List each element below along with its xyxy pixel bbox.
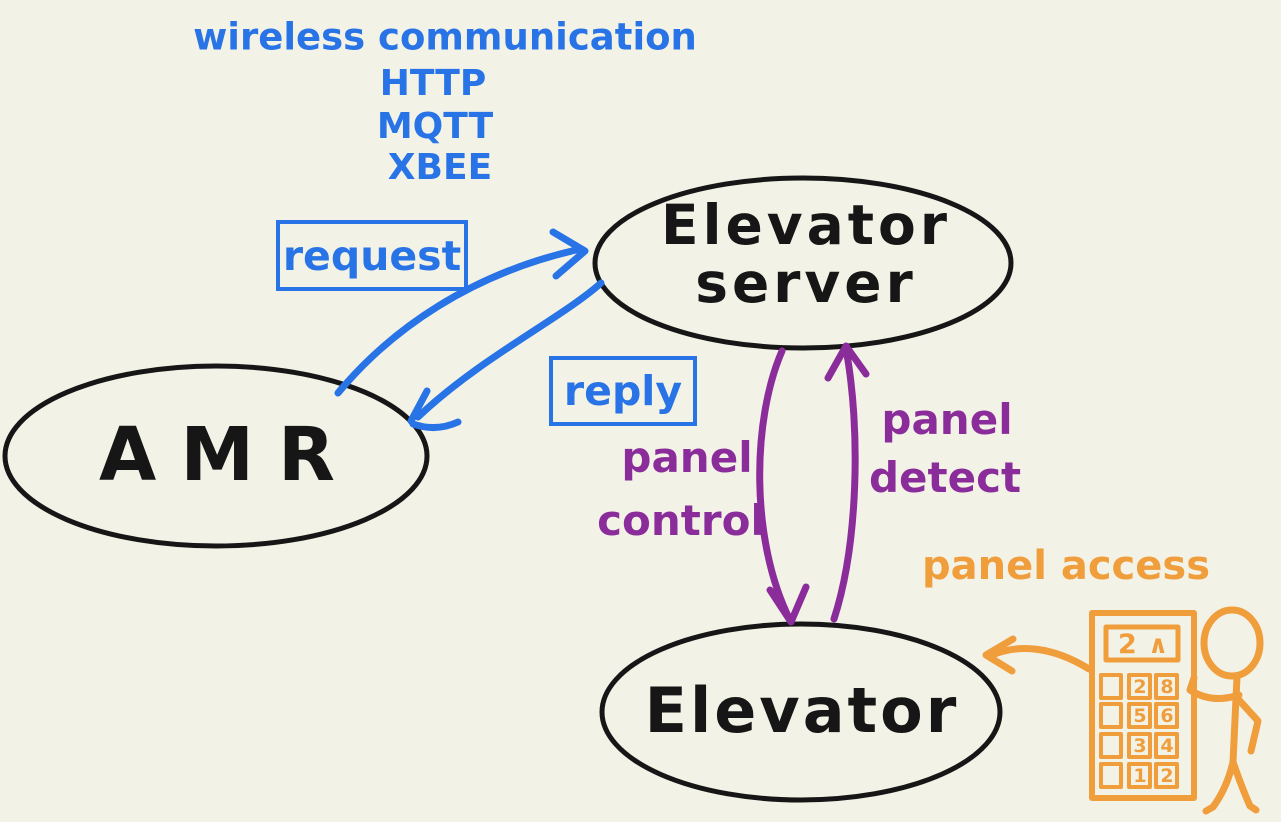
request-label-box: request	[276, 220, 468, 291]
elevator-node-label: Elevator	[644, 674, 960, 747]
amr-node-label: AMR	[99, 412, 359, 498]
panel-button-digit: 6	[1160, 705, 1173, 727]
elevator-server-line1: Elevator	[661, 193, 951, 257]
panel-display-floor: 2	[1118, 629, 1137, 660]
panel-button-digit: 8	[1160, 676, 1173, 698]
panel-control-label-line1: panel	[621, 433, 753, 482]
panel-display-direction-icon: ∧	[1148, 630, 1168, 659]
panel-button-digit: 2	[1133, 676, 1146, 698]
panel-outline	[1089, 610, 1197, 801]
panel-display	[1103, 624, 1181, 663]
panel-button-digit: 4	[1160, 735, 1173, 757]
protocol-xbee-label: XBEE	[387, 147, 493, 188]
reply-arrow	[407, 279, 605, 431]
reply-label-box: reply	[549, 356, 697, 426]
panel-detect-label-line1: panel	[881, 395, 1013, 444]
person-arm-left	[1186, 674, 1243, 703]
person-figure	[1186, 606, 1264, 815]
request-label: request	[282, 231, 462, 280]
panel-button-digit: 2	[1160, 765, 1173, 787]
person-arm-right	[1235, 696, 1262, 755]
elevator-node-ellipse	[599, 621, 1003, 803]
panel-access-arrow	[982, 635, 1093, 675]
panel-control-label-line2: control	[597, 496, 765, 545]
panel-control-arrow	[756, 347, 810, 626]
elevator-server-line2: server	[695, 251, 917, 316]
person-head	[1200, 606, 1264, 680]
panel-detect-arrow	[824, 342, 870, 623]
person-body	[1229, 673, 1241, 766]
panel-button-digit: 3	[1133, 735, 1146, 757]
panel-button-digit: 5	[1133, 705, 1146, 727]
panel-detect-label-line2: detect	[868, 453, 1022, 502]
elevator-panel-drawing	[1089, 610, 1197, 801]
amr-node-ellipse	[2, 363, 430, 549]
person-leg-left	[1202, 758, 1237, 815]
panel-button-digit: 1	[1133, 765, 1146, 787]
protocol-http-label: HTTP	[379, 63, 487, 104]
elevator-server-node-label: Elevator server	[606, 196, 1006, 313]
person-leg-right	[1229, 758, 1260, 814]
elevator-server-node-ellipse	[592, 175, 1014, 351]
reply-label: reply	[563, 367, 683, 415]
wireless-communication-label: wireless communication	[193, 15, 697, 59]
protocol-mqtt-label: MQTT	[376, 106, 494, 147]
request-arrow	[334, 228, 589, 397]
panel-access-label: panel access	[921, 543, 1211, 589]
